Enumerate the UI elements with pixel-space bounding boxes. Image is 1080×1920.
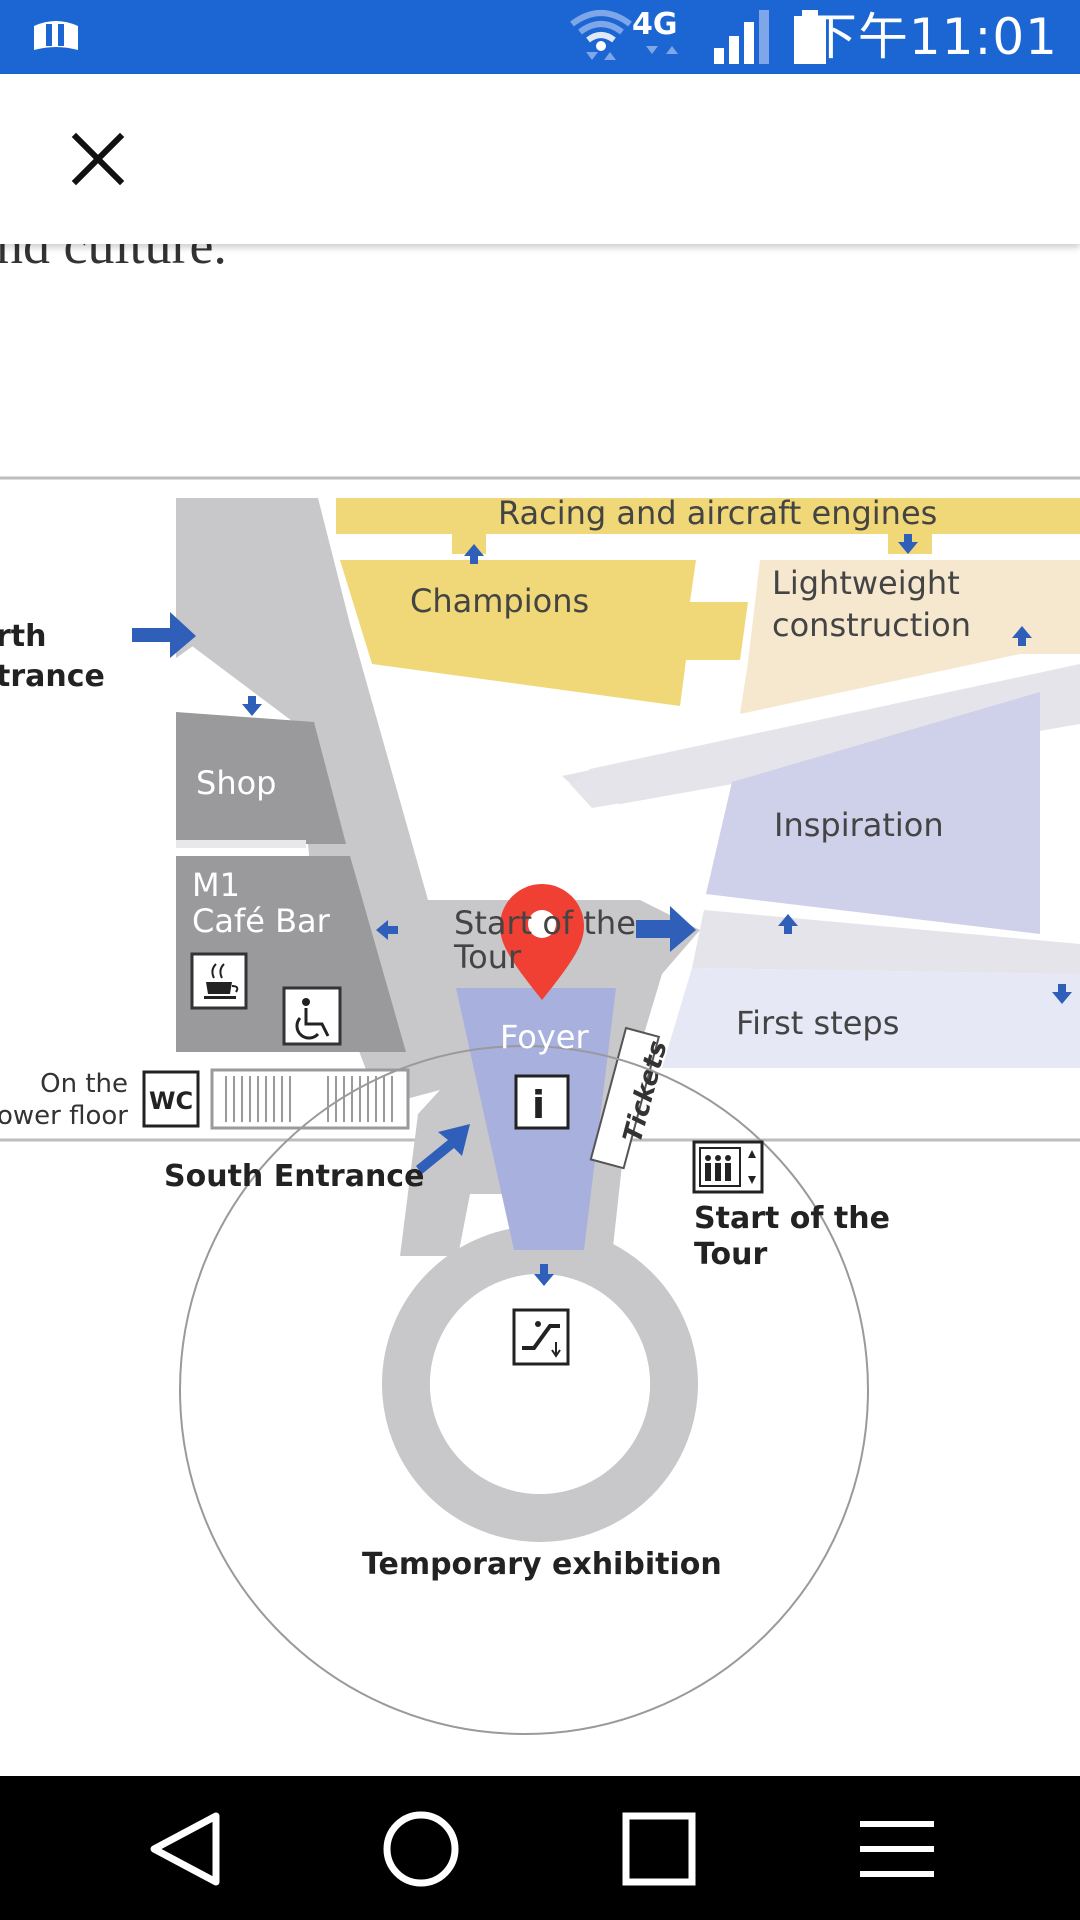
signal-icon (714, 10, 769, 64)
label-start-tour-1: Start of the (694, 1201, 890, 1236)
label-start-tour-top-1: Start of the (454, 904, 636, 942)
status-time: 下午11:01 (806, 8, 1058, 66)
label-start-tour-top-2: Tour (453, 938, 522, 976)
area-first-steps (662, 968, 1080, 1068)
location-pin-icon[interactable] (500, 884, 584, 1000)
svg-text:i: i (532, 1083, 545, 1127)
label-racing-engines: Racing and aircraft engines (498, 494, 937, 532)
home-icon[interactable] (376, 1806, 466, 1892)
area-shop (176, 712, 346, 844)
tickets-counter (589, 1026, 661, 1170)
label-foyer: Foyer (500, 1018, 589, 1056)
clipped-article-text: nd culture. (0, 244, 227, 275)
museum-floor-map[interactable]: Tickets (0, 244, 1080, 1776)
app-bar (0, 74, 1080, 244)
label-cafe-1: M1 (192, 866, 240, 904)
escalator-icon (512, 1308, 570, 1366)
north-entrance-arrow (132, 612, 196, 658)
area-champions (340, 560, 748, 706)
mobile-data-icon: 4G (632, 6, 704, 66)
temporary-exhibition-area (179, 1045, 869, 1735)
battery-icon (794, 10, 826, 64)
lift-icon (692, 1140, 764, 1194)
label-shop: Shop (196, 764, 276, 802)
direction-arrows (242, 534, 1072, 1286)
app-notification-icon (34, 21, 78, 50)
label-lightweight-2: construction (772, 606, 971, 644)
svg-text:WC: WC (149, 1087, 193, 1115)
exit-arrow (636, 906, 696, 952)
area-racing-engines (336, 498, 1080, 534)
back-icon[interactable] (140, 1806, 230, 1892)
label-lower-floor-1: On the (40, 1069, 128, 1099)
wheelchair-icon (282, 986, 342, 1046)
information-icon: i (514, 1074, 570, 1130)
system-nav-bar (0, 1776, 1080, 1920)
cafe-icon (190, 952, 248, 1010)
label-inspiration: Inspiration (774, 806, 944, 844)
area-inspiration (706, 692, 1040, 934)
map-content[interactable]: nd culture. (0, 244, 1080, 1776)
south-entrance-arrow (416, 1124, 470, 1174)
label-lower-floor-2: lower floor (0, 1101, 128, 1131)
svg-text:4G: 4G (632, 7, 678, 42)
close-icon[interactable] (70, 131, 126, 187)
menu-icon[interactable] (852, 1806, 942, 1892)
recents-icon[interactable] (614, 1806, 704, 1892)
label-north-entrance-1: rth (0, 619, 47, 654)
label-start-tour-2: Tour (694, 1237, 767, 1272)
area-lightweight-construction (740, 560, 1080, 714)
label-first-steps: First steps (736, 1004, 899, 1042)
label-champions: Champions (410, 582, 589, 620)
status-bar: 4G 下午11:01 (0, 0, 1080, 74)
label-lightweight-1: Lightweight (772, 564, 960, 602)
label-cafe-2: Café Bar (192, 902, 331, 940)
wc-icon: WC (142, 1070, 200, 1128)
label-north-entrance-2: trance (0, 659, 105, 694)
wifi-icon (570, 10, 632, 60)
label-south-entrance: South Entrance (164, 1159, 424, 1194)
label-temporary-exhibition: Temporary exhibition (362, 1547, 722, 1582)
